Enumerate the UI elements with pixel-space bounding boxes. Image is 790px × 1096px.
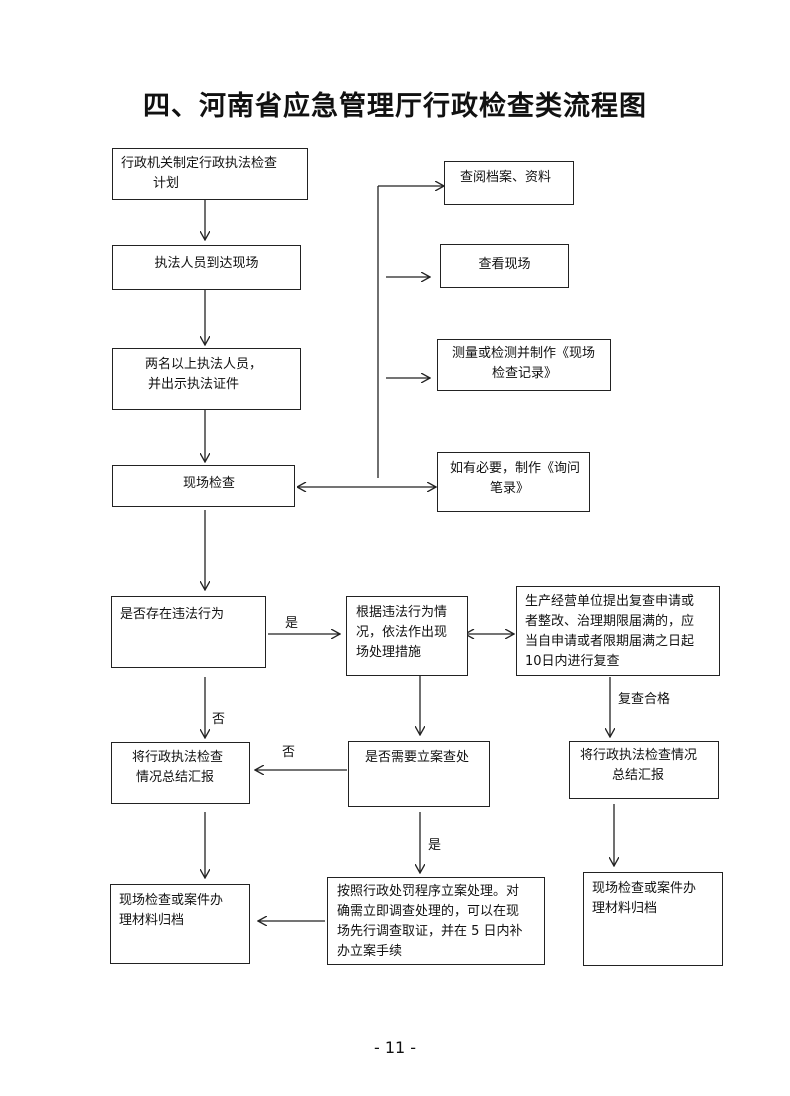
label-no-violation: 否 [212,712,226,727]
node-check-files: 查阅档案、资料 [444,161,574,205]
label-yes-violation: 是 [285,616,299,631]
node-arrive: 执法人员到达现场 [112,245,301,290]
node-measure: 测量或检测并制作《现场 检查记录》 [437,339,611,391]
node-archive-left: 现场检查或案件办 理材料归档 [110,884,250,964]
page-number: - 11 - [373,1038,417,1057]
node-plan: 行政机关制定行政执法检查 计划 [112,148,308,200]
label-no-case: 否 [282,745,296,760]
label-recheck-pass: 复查合格 [618,692,671,707]
node-penalty: 按照行政处罚程序立案处理。对 确需立即调查处理的，可以在现 场先行调查取证，并在… [327,877,545,965]
node-archive-right: 现场检查或案件办 理材料归档 [583,872,723,966]
node-case-question: 是否需要立案查处 [348,741,490,807]
node-report-right: 将行政执法检查情况 总结汇报 [569,741,719,799]
node-report-left: 将行政执法检查 情况总结汇报 [111,742,250,804]
node-inquiry: 如有必要，制作《询问 笔录》 [437,452,590,512]
node-measures: 根据违法行为情 况，依法作出现 场处理措施 [346,596,468,676]
node-recheck: 生产经营单位提出复查申请或 者整改、治理期限届满的，应 当自申请或者限期届满之日… [516,586,720,676]
node-inspect: 现场检查 [112,465,295,507]
node-view-site: 查看现场 [440,244,569,288]
label-yes-case: 是 [428,838,442,853]
node-violation-question: 是否存在违法行为 [111,596,266,668]
page-title: 四、河南省应急管理厅行政检查类流程图 [143,91,647,122]
node-show-id: 两名以上执法人员， 并出示执法证件 [112,348,301,410]
